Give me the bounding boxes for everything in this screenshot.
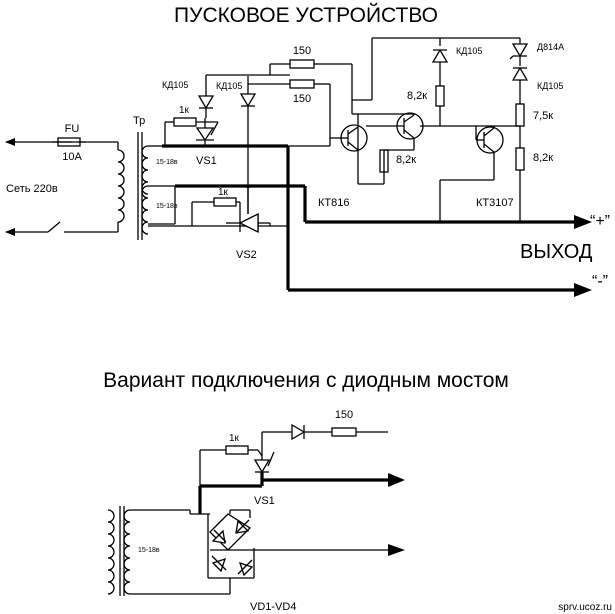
kt816-label: КТ816 xyxy=(318,197,349,209)
resistor-1k-bridge: 1к xyxy=(199,433,263,486)
r150b-label: 150 xyxy=(293,93,311,105)
diode-bridge: VD1-VD4 xyxy=(190,509,296,613)
r8k2top-label: 8,2к xyxy=(407,90,427,102)
fuse-rating: 10A xyxy=(62,151,82,163)
title: ПУСКОВОЕ УСТРОЙСТВО xyxy=(174,3,438,27)
bridge-winding-label: 15-18в xyxy=(138,547,160,554)
r1k2-label: 1к xyxy=(218,187,229,198)
transistor-kt816: КТ816 xyxy=(288,106,424,209)
secondary-wiring xyxy=(148,144,288,227)
vs1-label: VS1 xyxy=(196,155,217,167)
plus-label: “+” xyxy=(590,213,610,230)
resistor-150-b: 150 xyxy=(248,79,331,106)
watermark: sprv.ucoz.ru xyxy=(558,602,612,613)
bridge-outputs xyxy=(198,472,405,556)
top-rail: КД105 8,2к xyxy=(352,37,520,127)
r7k5-label: 7,5к xyxy=(533,110,553,122)
d814a-label: Д814А xyxy=(537,42,564,52)
transformer: Тр 15-18в 15-18в xyxy=(117,115,178,240)
diode-kd105-1: КД105 xyxy=(162,75,215,118)
kd105-3-label: КД105 xyxy=(456,46,482,56)
fuse: FU 10A xyxy=(52,123,86,163)
mains-label: Сеть 220в xyxy=(6,183,58,195)
subtitle: Вариант подключения с диодным мостом xyxy=(103,369,509,392)
bridge-transformer: 15-18в xyxy=(107,506,231,596)
r8k2right-label: 8,2к xyxy=(533,152,553,164)
right-branch: Д814А КД105 7,5к 8,2к xyxy=(509,38,564,222)
thyristor-vs1-bridge: VS1 xyxy=(253,432,275,507)
r8k2mid-label: 8,2к xyxy=(396,154,416,166)
kd105-1-label: КД105 xyxy=(162,80,188,90)
kd105-2-label: КД105 xyxy=(216,81,242,91)
r150c-label: 150 xyxy=(335,409,353,421)
output-rails xyxy=(246,146,592,297)
diode-150-bridge: 150 xyxy=(262,409,388,441)
r1k3-label: 1к xyxy=(229,433,240,444)
kt3107-label: КТ3107 xyxy=(476,197,514,209)
transistor-kt3107: КТ3107 xyxy=(439,125,520,222)
thyristor-vs1: VS1 xyxy=(195,118,219,167)
vs2-label: VS2 xyxy=(236,249,257,261)
transformer-label: Тр xyxy=(133,115,145,127)
winding2-label: 15-18в xyxy=(156,203,178,210)
resistor-8k2-mid: 8,2к xyxy=(357,149,416,185)
output-label: ВЫХОД xyxy=(520,241,593,263)
vs1-bridge-label: VS1 xyxy=(254,495,275,507)
minus-label: “-” xyxy=(592,273,608,290)
resistor-1k-vs2: 1к xyxy=(191,187,241,226)
fuse-label: FU xyxy=(65,123,80,135)
r150a-label: 150 xyxy=(293,45,311,57)
resistor-1k-vs1: 1к xyxy=(164,105,218,146)
thyristor-vs2: VS2 xyxy=(226,186,271,261)
kd105-4-label: КД105 xyxy=(537,81,563,91)
r1k1-label: 1к xyxy=(179,105,190,116)
bridge-label: VD1-VD4 xyxy=(250,601,296,613)
resistor-150-a: 150 xyxy=(206,45,353,114)
winding1-label: 15-18в xyxy=(156,159,178,166)
